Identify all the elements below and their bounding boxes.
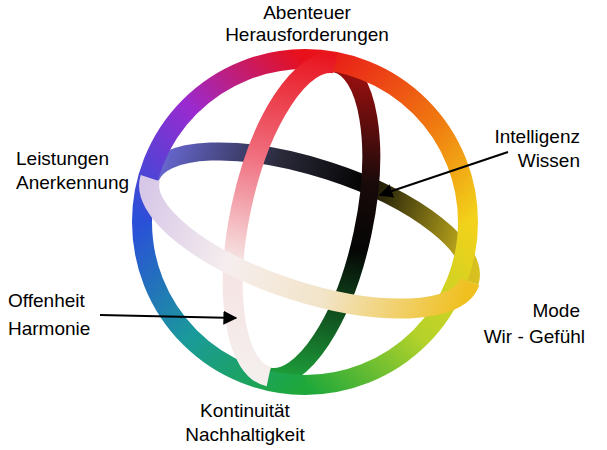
category-label: Wir - Gefühl	[484, 326, 585, 348]
outer-ring	[142, 59, 468, 385]
category-label: Offenheit	[8, 290, 85, 312]
category-label: Harmonie	[8, 318, 90, 340]
category-label: Mode	[532, 300, 580, 322]
category-label: Wissen	[518, 150, 580, 172]
category-label: Kontinuität	[200, 400, 290, 422]
category-label: Nachhaltigkeit	[185, 424, 304, 446]
leader-arrow	[100, 315, 236, 318]
category-label: Intelligenz	[494, 126, 580, 148]
category-label: Anerkennung	[16, 172, 129, 194]
leader-arrow	[380, 152, 508, 195]
category-label: Herausforderungen	[225, 24, 389, 46]
meridian-ring-back	[269, 63, 396, 389]
category-label: Leistungen	[16, 148, 109, 170]
category-label: Abenteuer	[263, 2, 351, 24]
meridian-ring-front	[208, 51, 335, 377]
